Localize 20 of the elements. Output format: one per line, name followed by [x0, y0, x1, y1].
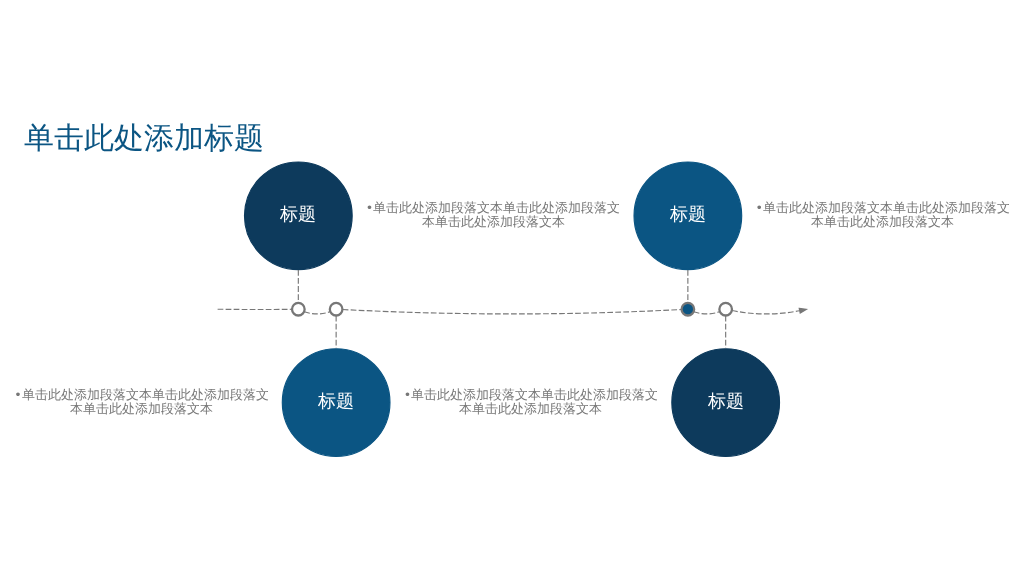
- node-label: •单击此处添加段落文本单击此处添加段落文本单击此处添加段落文本: [403, 386, 659, 416]
- arrow: [731, 307, 809, 315]
- node-circle: [680, 301, 696, 317]
- diagram-title: 单击此处添加标题: [23, 120, 264, 155]
- node-circle: 标题: [671, 348, 781, 457]
- node-circle: 标题: [633, 161, 743, 271]
- node-label: •单击此处添加段落文本单击此处添加段落文本单击此处添加段落文本: [755, 200, 1010, 229]
- node-circle: [290, 301, 306, 317]
- connector: [303, 311, 331, 315]
- connector: [217, 308, 293, 311]
- connector: [693, 311, 721, 315]
- node-circle: [718, 301, 734, 317]
- node-circle: 标题: [243, 161, 353, 271]
- node-circle: 标题: [281, 348, 391, 457]
- connector: [725, 315, 727, 349]
- node-label: •单击此处添加段落文本单击此处添加段落文本单击此处添加段落文本: [365, 200, 621, 229]
- node-circle: [328, 301, 344, 317]
- node-label: •单击此处添加段落文本单击此处添加段落文本单击此处添加段落文本: [14, 386, 269, 416]
- connector: [335, 315, 337, 349]
- connector: [342, 308, 683, 315]
